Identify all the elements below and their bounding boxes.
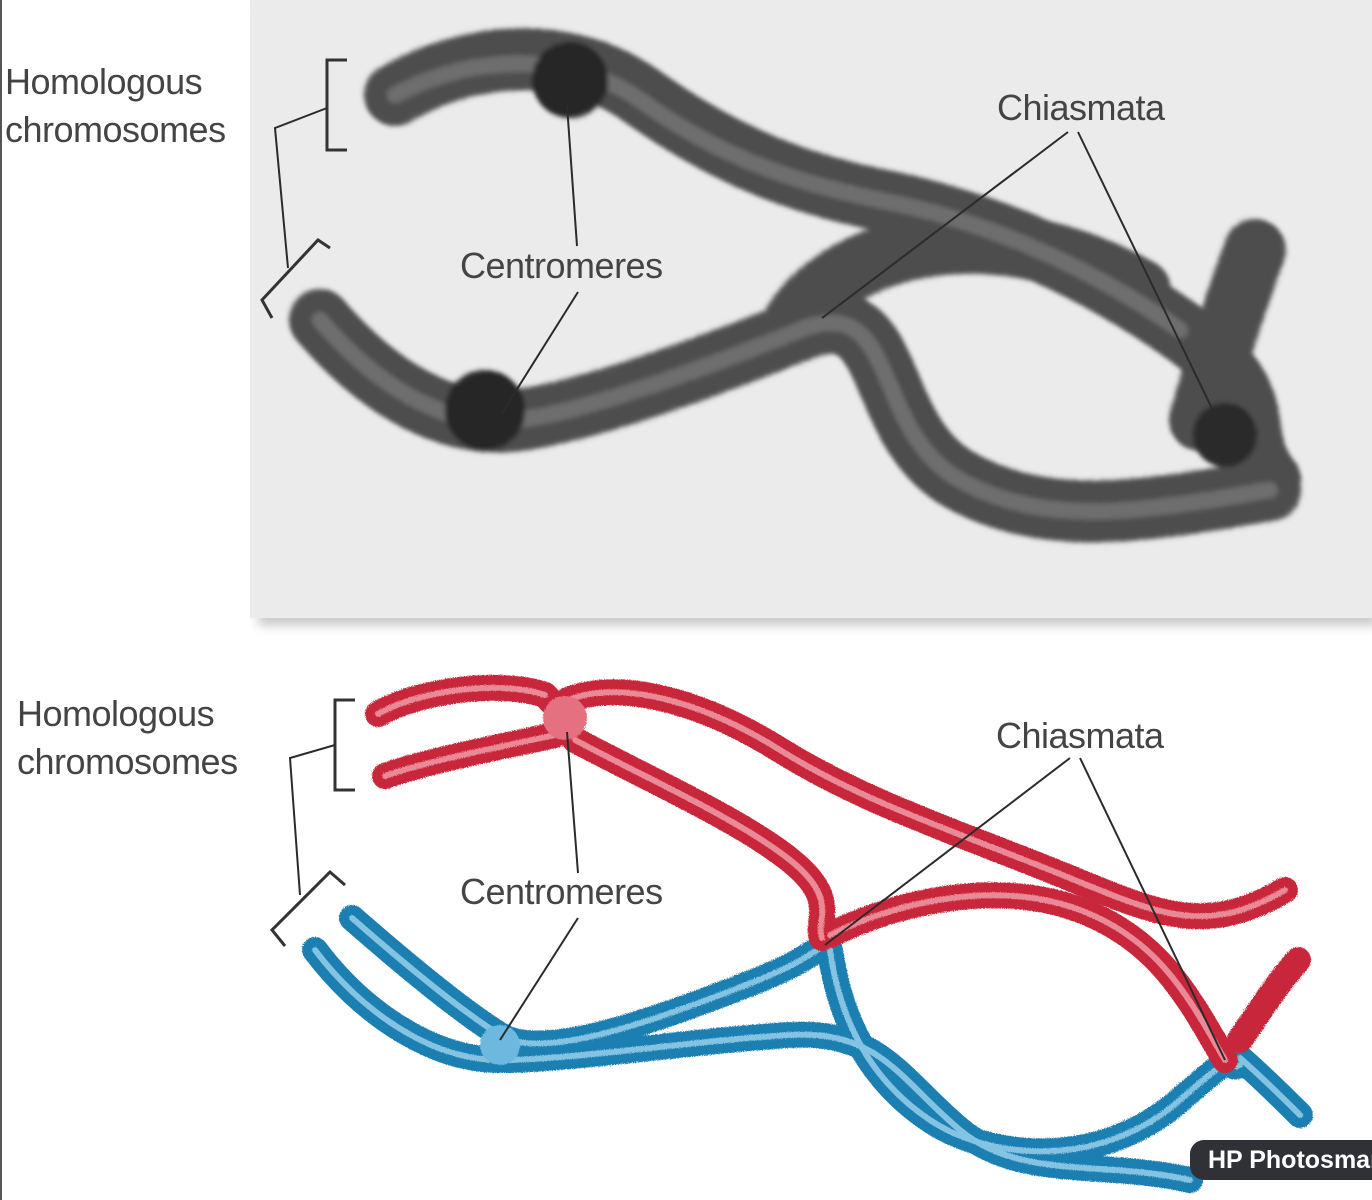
photo-chiasma-leader-1 — [821, 131, 1069, 319]
micrograph-chromosome-pair — [289, 28, 1301, 543]
drawing-chiasma-leader-1 — [824, 757, 1071, 946]
photo-homologous-label-line1: Homologous — [5, 61, 202, 102]
drawing-centromere-leader-1 — [566, 731, 579, 874]
drawing-centromere-leader-2 — [499, 917, 579, 1041]
photo-centromere-leader-2 — [501, 291, 579, 414]
blue-chromosome — [302, 905, 1313, 1193]
drawing-homologous-label-line2: chromosomes — [17, 741, 238, 782]
drawing-upper-bracket — [333, 698, 355, 792]
photo-chiasma-leader-2 — [1077, 131, 1221, 426]
micrograph-panel: Homologous chromosomes Chiasmata Centrom… — [5, 0, 1372, 626]
photo-centromere-leader-1 — [566, 104, 578, 247]
drawing-centromeres-label: Centromeres — [460, 871, 663, 912]
page-edge-line — [0, 0, 2, 1200]
photo-upper-bracket — [325, 58, 347, 152]
photo-centromeres-label: Centromeres — [460, 245, 663, 286]
drawing-homologous-leader — [288, 744, 336, 896]
red-chromosome — [365, 674, 1311, 1073]
drawing-homologous-label-line1: Homologous — [17, 693, 214, 734]
illustration-panel: Homologous chromosomes Chiasmata Centrom… — [17, 674, 1313, 1193]
drawing-chiasma-leader-2 — [1079, 757, 1226, 1061]
photo-homologous-leader — [273, 107, 328, 269]
drawing-chiasmata-label: Chiasmata — [996, 715, 1165, 756]
photo-homologous-label-line2: chromosomes — [5, 109, 226, 150]
camera-watermark: HP Photosmart — [1190, 1140, 1372, 1180]
photo-chiasmata-label: Chiasmata — [997, 87, 1166, 128]
photo-lower-bracket — [260, 238, 331, 319]
drawing-lower-bracket — [269, 869, 346, 947]
